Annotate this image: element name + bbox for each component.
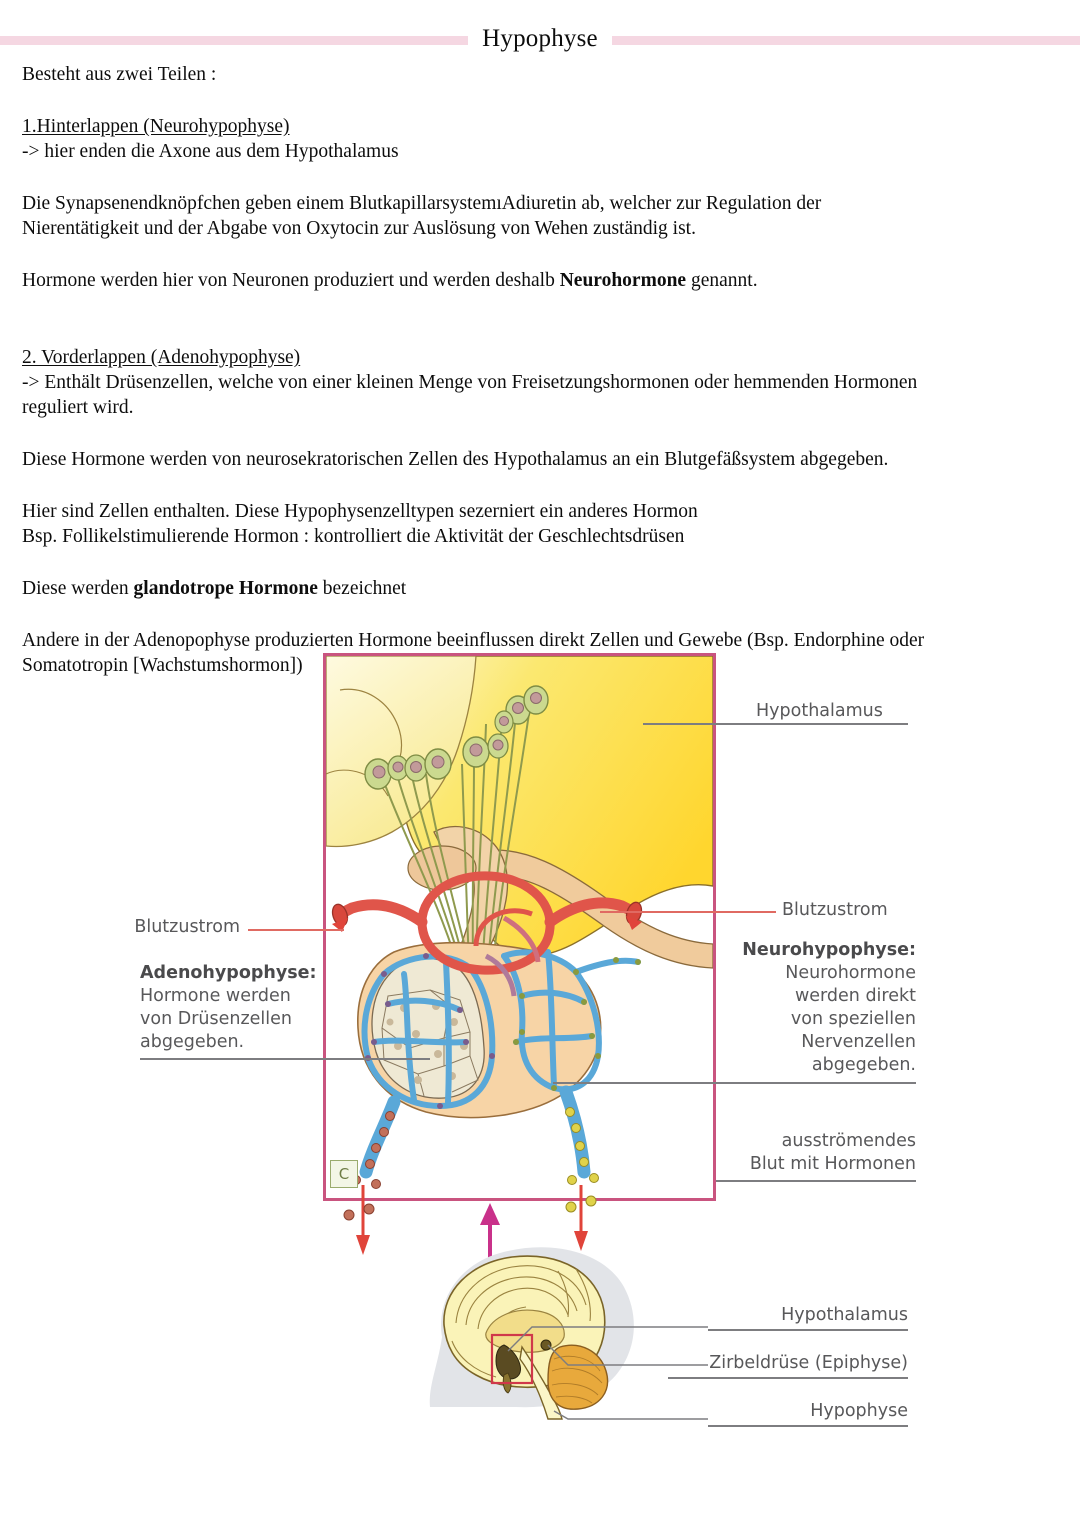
section2-line2: reguliert wird. <box>22 397 134 418</box>
intro-line: Besteht aus zwei Teilen : <box>22 64 217 85</box>
label-neurohypophyse-line3: von speziellen <box>790 1009 916 1029</box>
spacer <box>22 320 1012 345</box>
brain-hypothalamus-leader <box>708 1329 908 1331</box>
label-blutzustrom-right: Blutzustrom <box>782 900 888 920</box>
paragraph5-pre: Diese werden <box>22 578 134 599</box>
label-neurohypophyse-line1: Neurohormone <box>785 963 916 983</box>
adenohypophyse-leader <box>140 1058 430 1060</box>
paragraph1-line1: Die Synapsenendknöpfchen geben einem Blu… <box>22 193 822 214</box>
label-neurohypophyse-line5: abgegeben. <box>811 1055 916 1075</box>
section2-line1: -> Enthält Drüsenzellen, welche von eine… <box>22 372 918 393</box>
cerebellum <box>547 1344 609 1410</box>
spacer <box>22 293 1012 320</box>
pituitary-diagram-panel <box>323 653 716 1201</box>
neurohypophyse-leader <box>553 1082 916 1084</box>
brain-sagittal-diagram <box>429 1247 708 1420</box>
blutzustrom-right-leader <box>600 911 776 913</box>
paragraph3: Diese Hormone werden von neurosekratoris… <box>22 449 889 470</box>
label-adenohypophyse-line2: von Drüsenzellen <box>140 1009 292 1029</box>
label-neurohypophyse-line4: Nervenzellen <box>801 1032 916 1052</box>
outflow-leader <box>716 1180 916 1182</box>
label-adenohypophyse-title: Adenohypophyse: <box>140 963 317 983</box>
outflow-veins <box>351 1085 599 1189</box>
cerebellum-folia <box>551 1355 603 1404</box>
label-hypothalamus: Hypothalamus <box>756 701 883 721</box>
label-neurohypophyse-line2: werden direkt <box>794 986 916 1006</box>
paragraph2: Hormone werden hier von Neuronen produzi… <box>22 268 1012 293</box>
pineal-gland-marker <box>540 1339 552 1351</box>
hypophysis-figure: Hypothalamus Blutzustrom Neurohypophyse:… <box>0 645 1080 1427</box>
paragraph5: Diese werden glandotrope Hormone bezeich… <box>22 576 1012 601</box>
paragraph1-line2: Nierentätigkeit und der Abgabe von Oxyto… <box>22 218 696 239</box>
document-body: Besteht aus zwei Teilen : 1.Hinterlappen… <box>22 62 1012 678</box>
label-blutzustrom-left: Blutzustrom <box>134 917 240 937</box>
spacer <box>22 472 1012 499</box>
brain-hypophyse-leader <box>708 1425 908 1427</box>
label-outflow-line2: Blut mit Hormonen <box>749 1154 916 1174</box>
label-brain-zirbeldruese: Zirbeldrüse (Epiphyse) <box>709 1353 908 1373</box>
spacer <box>22 164 1012 191</box>
inflow-arrows <box>332 916 642 932</box>
label-brain-hypophyse: Hypophyse <box>810 1401 908 1421</box>
paragraph4-line2: Bsp. Follikelstimulierende Hormon : kont… <box>22 526 685 547</box>
dura-band <box>475 849 713 969</box>
label-adenohypophyse-line3: abgegeben. <box>140 1032 245 1052</box>
spacer <box>22 420 1012 447</box>
brain-zirbeldruese-leader <box>668 1377 908 1379</box>
neuron-somata <box>364 685 549 790</box>
hypothalamus-leader <box>643 723 908 725</box>
paragraph5-post: bezeichnet <box>317 578 407 599</box>
brain-leader-lines <box>507 1326 708 1420</box>
label-neurohypophyse-title: Neurohypophyse: <box>742 940 916 960</box>
capillary-nodes-posterior <box>513 957 641 1091</box>
label-adenohypophyse-line1: Hormone werden <box>140 986 291 1006</box>
blutzustrom-left-leader <box>248 929 344 931</box>
label-outflow-line1: ausströmendes <box>781 1131 916 1151</box>
label-brain-hypothalamus: Hypothalamus <box>781 1305 908 1325</box>
spacer <box>22 601 1012 628</box>
section2-heading: 2. Vorderlappen (Adenohypophyse) <box>22 347 301 368</box>
spacer <box>22 241 1012 268</box>
lobe-sulcus <box>326 769 389 797</box>
arterial-supply <box>331 871 643 997</box>
panel-corner-marker: C <box>330 1160 358 1188</box>
paragraph2-bold-term: Neurohormone <box>559 270 687 291</box>
paragraph5-bold-term: glandotrope Hormone <box>133 578 318 599</box>
zoom-region-rect <box>490 1333 534 1385</box>
paragraph2-pre: Hormone werden hier von Neuronen produzi… <box>22 270 560 291</box>
page-title-band: Hypophyse <box>0 26 1080 52</box>
paragraph6-line2: Somatotropin [Wachstumshormon]) <box>22 655 303 676</box>
section1-heading: 1.Hinterlappen (Neurohypophyse) <box>22 116 290 137</box>
paragraph6-line1: Andere in der Adenopophyse produzierten … <box>22 630 925 651</box>
pituitary-illustration <box>326 656 713 1198</box>
paragraph2-post: genannt. <box>686 270 758 291</box>
hormone-outflow-arrows <box>343 1185 597 1255</box>
spacer <box>22 549 1012 576</box>
paragraph4-line1: Hier sind Zellen enthalten. Diese Hypoph… <box>22 501 698 522</box>
section1-arrow-line: -> hier enden die Axone aus dem Hypothal… <box>22 141 399 162</box>
gyri <box>451 1265 591 1378</box>
spacer <box>22 87 1012 114</box>
page-title: Hypophyse <box>468 26 612 52</box>
